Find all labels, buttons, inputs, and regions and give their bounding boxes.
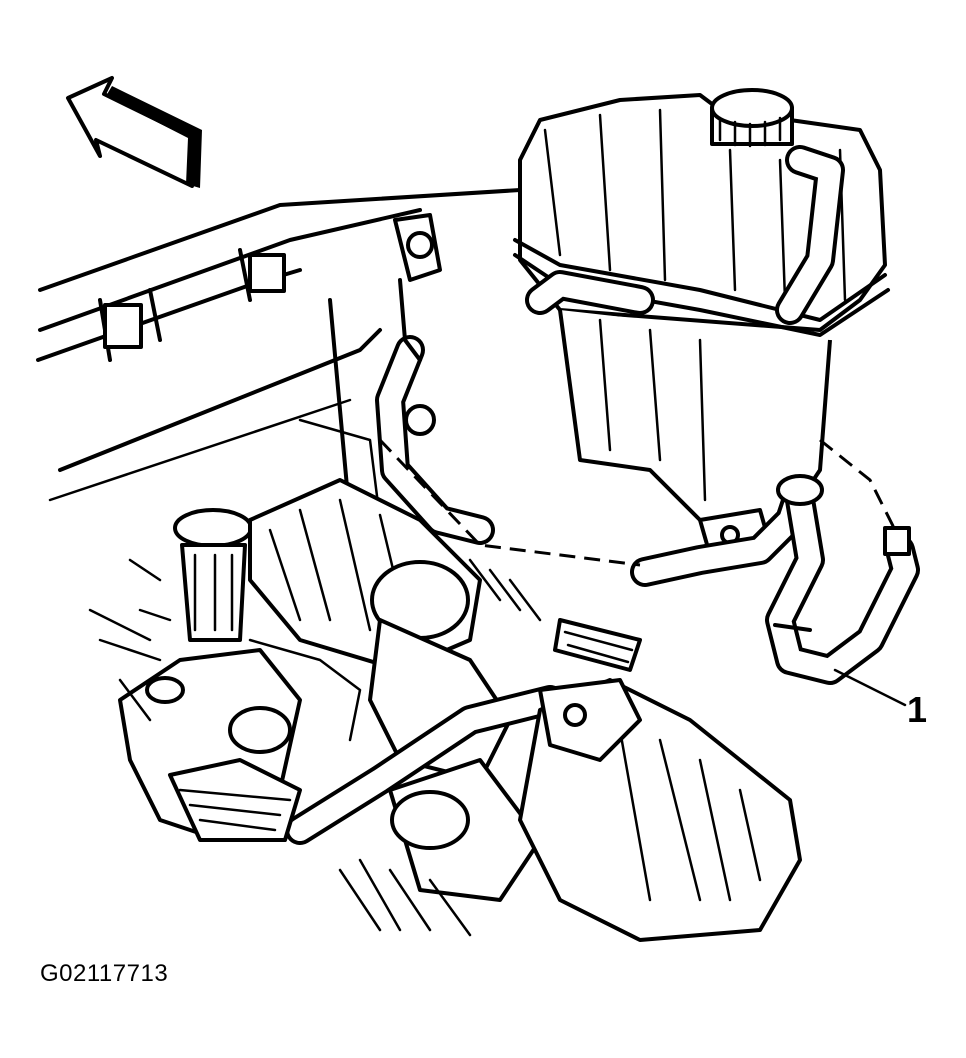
radiator-support xyxy=(36,188,542,522)
callout-leader-1 xyxy=(833,668,907,707)
callout-label-1: 1 xyxy=(907,689,928,730)
upper-radiator-hose xyxy=(375,213,495,545)
figure-id: G02117713 xyxy=(40,960,169,987)
engine-assembly xyxy=(88,478,802,942)
coolant-hose-item-1 xyxy=(630,474,920,685)
coolant-reservoir xyxy=(513,88,890,532)
front-arrow-icon xyxy=(66,76,202,188)
alignment-lines xyxy=(378,438,897,567)
